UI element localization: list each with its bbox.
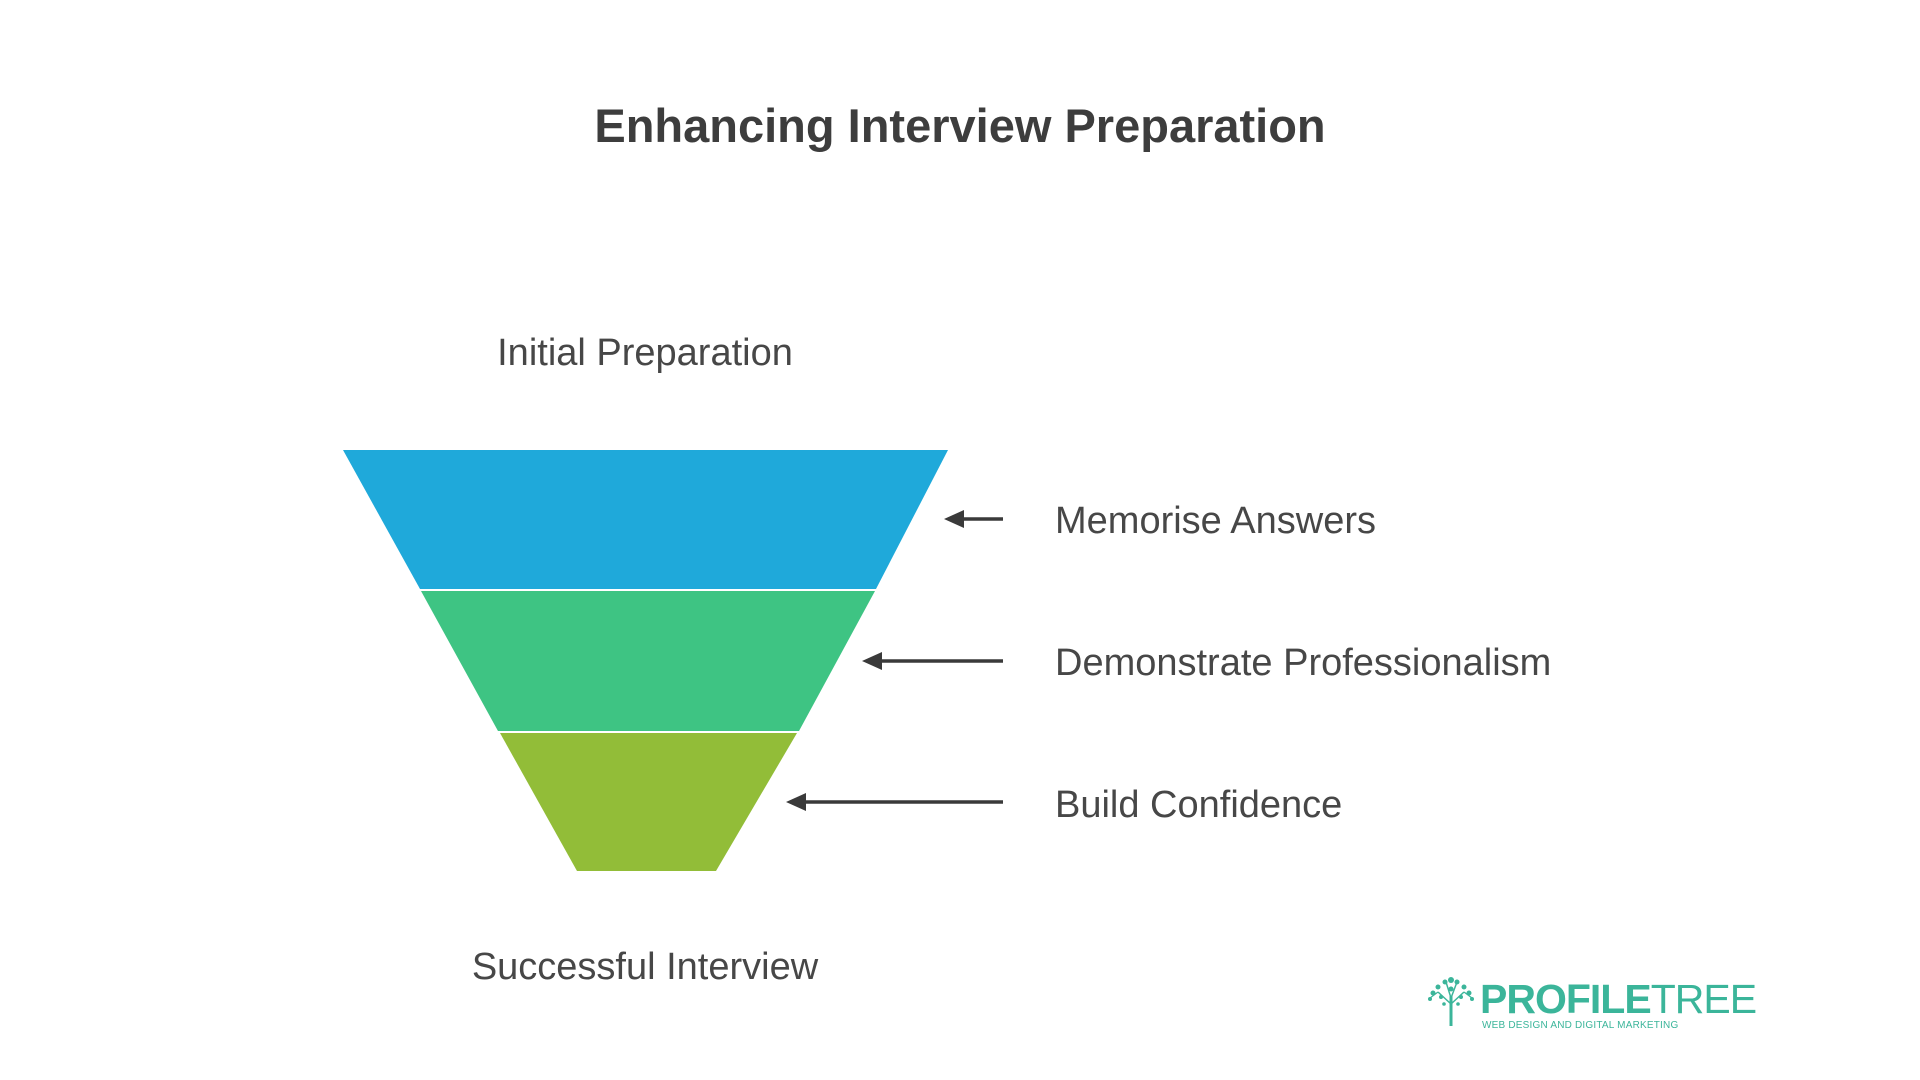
logo-thin-text: TREE <box>1650 976 1757 1022</box>
stage-label-demonstrate-professionalism: Demonstrate Professionalism <box>1055 642 1552 684</box>
arrow-stage-1 <box>944 510 1003 528</box>
funnel-stage-2 <box>421 591 875 731</box>
tree-icon <box>1428 977 1474 1026</box>
stage-label-memorise-answers: Memorise Answers <box>1055 500 1376 542</box>
funnel-top-label: Initial Preparation <box>497 332 793 374</box>
profiletree-logo: PROFILETREE WEB DESIGN AND DIGITAL MARKE… <box>1426 972 1757 1032</box>
funnel-bottom-label: Successful Interview <box>471 946 819 988</box>
arrow-stage-2 <box>862 652 1003 670</box>
funnel-stage-1 <box>343 450 948 589</box>
logo-tagline: WEB DESIGN AND DIGITAL MARKETING <box>1482 1020 1679 1031</box>
logo-bold-text: PROFILE <box>1480 976 1652 1022</box>
funnel-stage-3 <box>500 733 797 871</box>
arrow-stage-3 <box>786 793 1003 811</box>
diagram-title: Enhancing Interview Preparation <box>594 99 1326 152</box>
stage-label-build-confidence: Build Confidence <box>1055 784 1343 826</box>
logo-wordmark: PROFILETREE <box>1480 976 1757 1023</box>
